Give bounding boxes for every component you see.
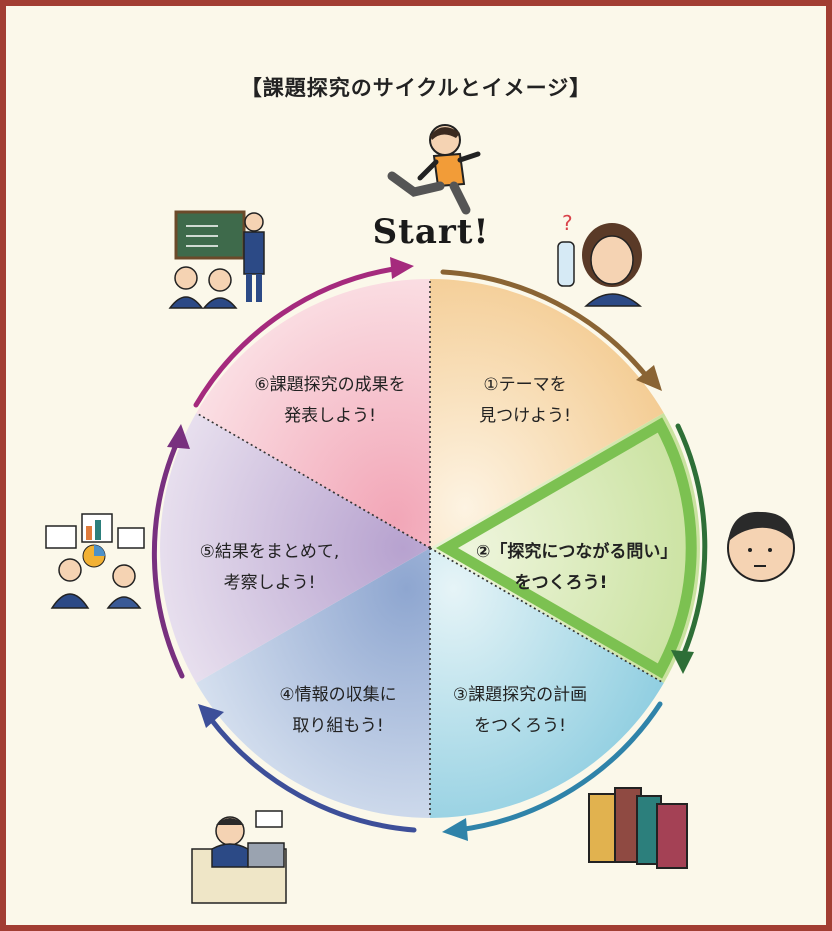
books-icon [588, 787, 688, 869]
cycle-segments [160, 278, 700, 818]
thinking-boy-icon [727, 511, 795, 582]
computer-research-icon [191, 810, 287, 904]
step-2-text: ②「探究につながる問い」 をつくろう! [476, 537, 677, 599]
step-3-line2: をつくろう! [474, 716, 566, 736]
step-3-line1: 課題探究の計画 [468, 685, 588, 705]
step-2-line1: 「探究につながる問い」 [490, 542, 678, 562]
running-student-icon [387, 124, 481, 215]
step-6-number: ⑥ [254, 375, 270, 395]
step-6-text: ⑥課題探究の成果を 発表しよう! [240, 370, 420, 432]
dotted-dividers [195, 279, 665, 818]
cycle-arrows [151, 257, 708, 841]
step-3-text: ③課題探究の計画 をつくろう! [440, 680, 600, 742]
segment-5 [160, 413, 431, 683]
arrow-step-1 [440, 269, 651, 381]
arrow-step-6 [193, 265, 403, 408]
step-5-line2: 考察しよう! [223, 573, 316, 593]
step-1-line1: テーマを [498, 375, 567, 395]
arrow-step-2 [675, 423, 708, 659]
step-4-line2: 取り組もう! [292, 716, 384, 736]
start-label: Start! [372, 212, 490, 252]
blackboard-presentation-icon [168, 210, 265, 309]
step-2-highlight [436, 417, 697, 679]
arrow-step-5 [151, 437, 185, 679]
step-5-line1: 結果をまとめて, [214, 542, 340, 562]
step-1-number: ① [483, 375, 499, 395]
segment-6 [196, 278, 430, 548]
step-4-line1: 情報の収集に [294, 685, 397, 705]
segment-2 [430, 413, 700, 683]
step-3-number: ③ [452, 685, 469, 705]
arrow-step-3 [455, 701, 663, 833]
segment-3 [430, 548, 664, 818]
step-6-line2: 発表しよう! [284, 406, 376, 426]
step-2-line2: をつくろう! [514, 573, 608, 593]
step-6-line1: 課題探究の成果を [269, 375, 406, 395]
step-4-number: ④ [279, 685, 295, 705]
arrow-step-4 [207, 715, 417, 833]
svg-text:?: ? [562, 211, 573, 235]
segment-1 [430, 278, 664, 548]
step-5-text: ⑤結果をまとめて, 考察しよう! [182, 537, 357, 599]
segment-4 [196, 548, 430, 818]
step-1-line2: 見つけよう! [479, 406, 571, 426]
step-2-number: ② [476, 542, 491, 562]
discussion-charts-icon [45, 513, 145, 609]
step-5-number: ⑤ [199, 542, 215, 562]
step-1-text: ①テーマを 見つけよう! [450, 370, 600, 432]
question-girl-icon: ? [557, 211, 643, 307]
step-4-text: ④情報の収集に 取り組もう! [258, 680, 418, 742]
diagram-title: 【課題探究のサイクルとイメージ】 [240, 76, 592, 100]
